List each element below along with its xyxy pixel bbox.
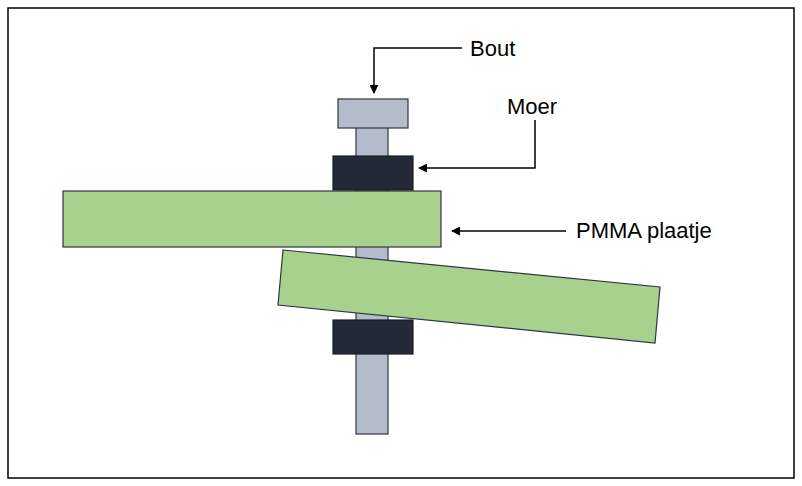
leader-line — [452, 230, 566, 232]
part-label: PMMA plaatje — [576, 220, 712, 242]
bolt-head — [338, 99, 408, 128]
part-label: Moer — [507, 96, 557, 118]
pmma-plate — [63, 191, 441, 247]
nut-top — [333, 156, 413, 190]
nut-bottom — [333, 320, 413, 354]
frame — [8, 8, 794, 478]
part-label: Bout — [470, 38, 515, 60]
leader-line — [419, 120, 535, 168]
leader-line — [374, 48, 462, 93]
